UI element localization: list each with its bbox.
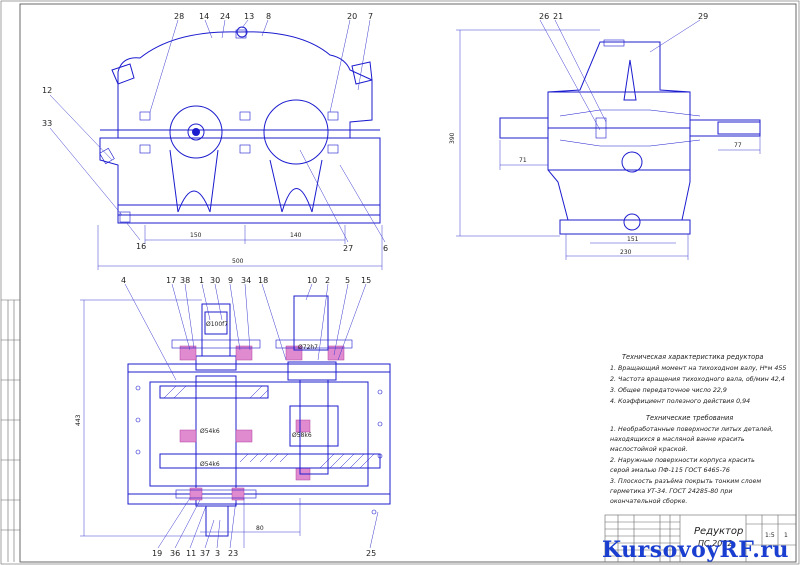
label-plan-15: 15 xyxy=(361,276,371,285)
tech-req-line-7: герметика УТ-34. ГОСТ 24285-80 при xyxy=(610,488,732,495)
front-labels: 28 14 24 13 8 20 7 12 33 16 27 6 xyxy=(42,12,388,253)
plan-dims: 443 Ø100f7 Ø72h7 Ø54k6 Ø58k6 Ø54k6 80 xyxy=(75,321,318,532)
side-dims: 390 71 77 151 230 xyxy=(449,132,742,256)
tech-requirements: Технические требования 1. Необработанные… xyxy=(610,414,773,505)
title-block-scale: 1:5 xyxy=(765,532,775,539)
label-plan-23: 23 xyxy=(228,549,238,558)
label-front-7: 7 xyxy=(368,12,373,21)
label-plan-19: 19 xyxy=(152,549,162,558)
plan-view xyxy=(80,283,391,549)
tech-char-title: Техническая характеристика редуктора xyxy=(622,353,763,361)
tech-char-item-3: 3. Общее передаточное число 22,9 xyxy=(610,386,727,394)
label-front-14: 14 xyxy=(199,12,209,21)
inner-frame xyxy=(19,3,797,563)
left-margin-table xyxy=(1,299,20,562)
dim-77: 77 xyxy=(734,142,742,149)
label-plan-34: 34 xyxy=(241,276,251,285)
watermark-logo: KursovoyRF.ru xyxy=(602,537,789,563)
dim-140: 140 xyxy=(290,232,302,239)
tech-req-line-2: находящихся в масляной ванне красить xyxy=(610,436,745,443)
label-front-27: 27 xyxy=(343,244,353,253)
label-plan-18: 18 xyxy=(258,276,268,285)
dim-fit-bearing3: Ø54k6 xyxy=(200,461,220,468)
label-plan-17: 17 xyxy=(166,276,176,285)
title-block-code: ПС.2022 xyxy=(698,539,733,548)
dim-80: 80 xyxy=(256,525,264,532)
label-plan-3: 3 xyxy=(215,549,220,558)
tech-char-item-2: 2. Частота вращения тихоходного вала, об… xyxy=(610,375,785,383)
tech-req-line-6: 3. Плоскость разъёма покрыть тонким слое… xyxy=(610,477,761,485)
tech-req-title: Технические требования xyxy=(646,414,733,422)
dim-fit-mid: Ø72h7 xyxy=(298,344,318,351)
title-block xyxy=(604,514,797,563)
dim-fit-top: Ø100f7 xyxy=(206,321,228,328)
plan-labels-bottom: 19 36 11 37 3 23 25 xyxy=(152,549,376,558)
label-plan-38: 38 xyxy=(180,276,190,285)
label-front-28: 28 xyxy=(174,12,184,21)
label-plan-9: 9 xyxy=(228,276,233,285)
tech-characteristics: Техническая характеристика редуктора 1. … xyxy=(610,353,786,405)
label-plan-11: 11 xyxy=(186,549,196,558)
tech-req-line-4: 2. Наружные поверхности корпуса красить xyxy=(610,457,755,464)
label-plan-36: 36 xyxy=(170,549,180,558)
title-block-name: Редуктор xyxy=(694,526,743,537)
label-plan-5: 5 xyxy=(345,276,350,285)
label-plan-10: 10 xyxy=(307,276,317,285)
dim-151: 151 xyxy=(627,236,639,243)
label-front-24: 24 xyxy=(220,12,230,21)
label-front-12: 12 xyxy=(42,86,52,95)
dim-fit-bearing2: Ø58k6 xyxy=(292,432,312,439)
label-front-6: 6 xyxy=(383,244,388,253)
dim-500: 500 xyxy=(232,258,244,265)
label-front-33: 33 xyxy=(42,119,52,128)
dim-443: 443 xyxy=(75,414,82,426)
label-plan-25: 25 xyxy=(366,549,376,558)
label-plan-4: 4 xyxy=(121,276,126,285)
tech-req-line-8: окончательной сборке. xyxy=(610,497,687,505)
tech-req-line-1: 1. Необработанные поверхности литых дета… xyxy=(610,425,773,433)
label-plan-2: 2 xyxy=(325,276,330,285)
label-front-13: 13 xyxy=(244,12,254,21)
front-view xyxy=(49,19,386,270)
dim-fit-bearing1: Ø54k6 xyxy=(200,428,220,435)
label-plan-30: 30 xyxy=(210,276,220,285)
label-plan-1: 1 xyxy=(199,276,204,285)
dim-390: 390 xyxy=(449,132,456,144)
tech-char-item-1: 1. Вращающий момент на тихоходном валу, … xyxy=(610,365,786,372)
tech-req-line-3: маслостойкой краской. xyxy=(610,446,688,453)
tech-req-line-5: серой эмалью ПФ-115 ГОСТ 6465-76 xyxy=(610,467,730,474)
label-side-29: 29 xyxy=(698,12,708,21)
side-labels: 26 21 29 xyxy=(539,12,708,21)
label-front-16: 16 xyxy=(136,242,146,251)
label-plan-37: 37 xyxy=(200,549,210,558)
dim-230: 230 xyxy=(620,249,632,256)
dim-150: 150 xyxy=(190,232,202,239)
tech-char-item-4: 4. Коэффициент полезного действия 0,94 xyxy=(610,398,750,405)
front-dims: 150 140 500 xyxy=(190,232,302,265)
label-side-21: 21 xyxy=(553,12,563,21)
plan-labels-top: 4 17 38 1 30 9 34 18 10 2 5 15 xyxy=(121,276,371,285)
label-front-8: 8 xyxy=(266,12,271,21)
side-view xyxy=(456,19,761,260)
label-front-20: 20 xyxy=(347,12,357,21)
dim-71: 71 xyxy=(519,157,527,164)
title-block-sheet: 1 xyxy=(784,532,788,539)
label-side-26: 26 xyxy=(539,12,549,21)
